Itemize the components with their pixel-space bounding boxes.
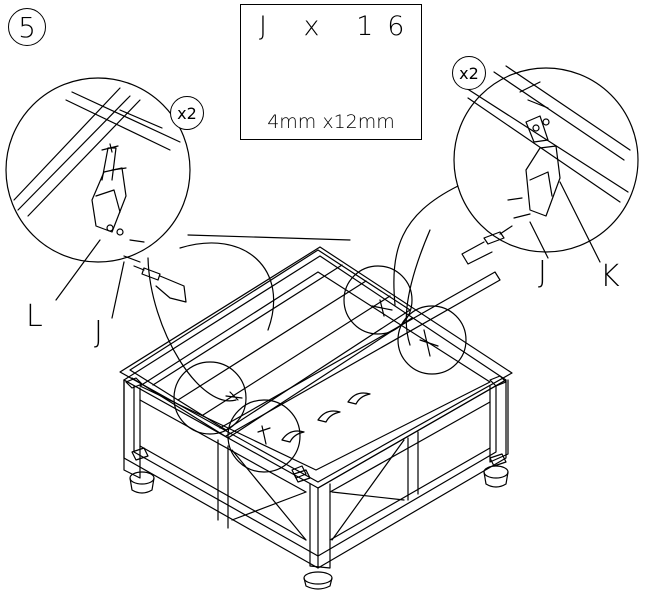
step-number-badge: 5 xyxy=(8,8,46,46)
left-multiplier-label: x2 xyxy=(177,104,197,123)
hinge-small-marks xyxy=(225,299,439,445)
part-label-j-right: J xyxy=(538,255,547,290)
callout-circles xyxy=(173,265,467,473)
left-detail-circle xyxy=(5,77,191,319)
part-label-l: L xyxy=(26,299,43,334)
motion-arrows xyxy=(281,392,371,443)
part-label-j-left: J xyxy=(94,315,103,350)
table-frame xyxy=(119,246,513,590)
step-number: 5 xyxy=(18,11,36,44)
right-multiplier-badge: x2 xyxy=(452,56,486,90)
parts-quantity-label: J x 16 xyxy=(259,11,419,42)
right-detail-circle xyxy=(453,65,639,265)
right-multiplier-label: x2 xyxy=(459,64,479,83)
parts-box: J x 16 4mm x12mm xyxy=(240,4,422,140)
parts-size-label: 4mm x12mm xyxy=(267,111,395,133)
left-multiplier-badge: x2 xyxy=(170,96,204,130)
part-label-k: K xyxy=(600,259,620,294)
